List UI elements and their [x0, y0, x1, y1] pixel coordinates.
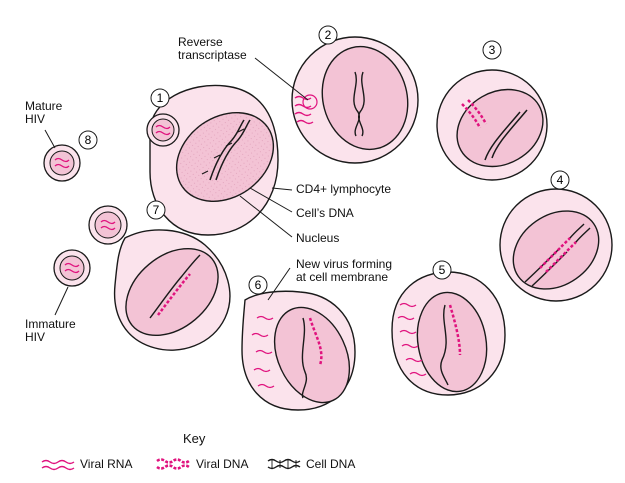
- step-number-6: 6: [255, 278, 262, 292]
- label-mature-hiv: Mature HIV: [25, 99, 63, 126]
- key-viral-rna-label: Viral RNA: [80, 457, 133, 471]
- cell-step-5: [391, 271, 506, 396]
- immature-hiv-virion: [53, 249, 91, 287]
- label-immature-hiv: Immature HIV: [25, 317, 76, 344]
- step-marker-4: 4: [550, 170, 570, 190]
- label-cd4-lymphocyte: CD4+ lymphocyte: [296, 182, 392, 196]
- cell-step-1: [146, 84, 279, 236]
- step-marker-7: 7: [146, 200, 166, 220]
- key-viral-dna-label: Viral DNA: [196, 457, 249, 471]
- step-marker-6: 6: [248, 275, 268, 295]
- step-marker-3: 3: [482, 40, 502, 60]
- label-new-virus-forming: New virus forming at cell membrane: [296, 257, 393, 284]
- step-number-5: 5: [439, 263, 446, 277]
- key-viral-rna-icon: [41, 459, 75, 471]
- cell-step-3: [436, 69, 548, 181]
- key-viral-dna-icon: [156, 458, 190, 470]
- cell-step-4: [499, 188, 613, 302]
- step-number-4: 4: [557, 173, 564, 187]
- step-number-8: 8: [85, 133, 92, 147]
- step-markers: 1 2 3 4 5 6 7 8: [78, 25, 570, 295]
- step-marker-2: 2: [318, 25, 338, 45]
- step-marker-8: 8: [78, 130, 98, 150]
- cell-step-7: [88, 205, 231, 351]
- step-number-7: 7: [153, 203, 160, 217]
- label-nucleus: Nucleus: [296, 231, 340, 245]
- cell-step-6: [241, 290, 356, 411]
- key-cell-dna-label: Cell DNA: [306, 457, 356, 471]
- leader-lines: [44, 57, 309, 316]
- key-title: Key: [183, 431, 206, 446]
- label-reverse-transcriptase: Reverse transcriptase: [178, 35, 247, 62]
- cell-step-2: [291, 36, 419, 164]
- label-cells-dna: Cell’s DNA: [296, 206, 354, 220]
- step-number-1: 1: [157, 91, 164, 105]
- step-number-3: 3: [489, 43, 496, 57]
- step-number-2: 2: [325, 28, 332, 42]
- step-marker-5: 5: [432, 260, 452, 280]
- mature-hiv-virion: [43, 144, 81, 182]
- step-marker-1: 1: [150, 88, 170, 108]
- key-cell-dna-icon: [267, 458, 301, 470]
